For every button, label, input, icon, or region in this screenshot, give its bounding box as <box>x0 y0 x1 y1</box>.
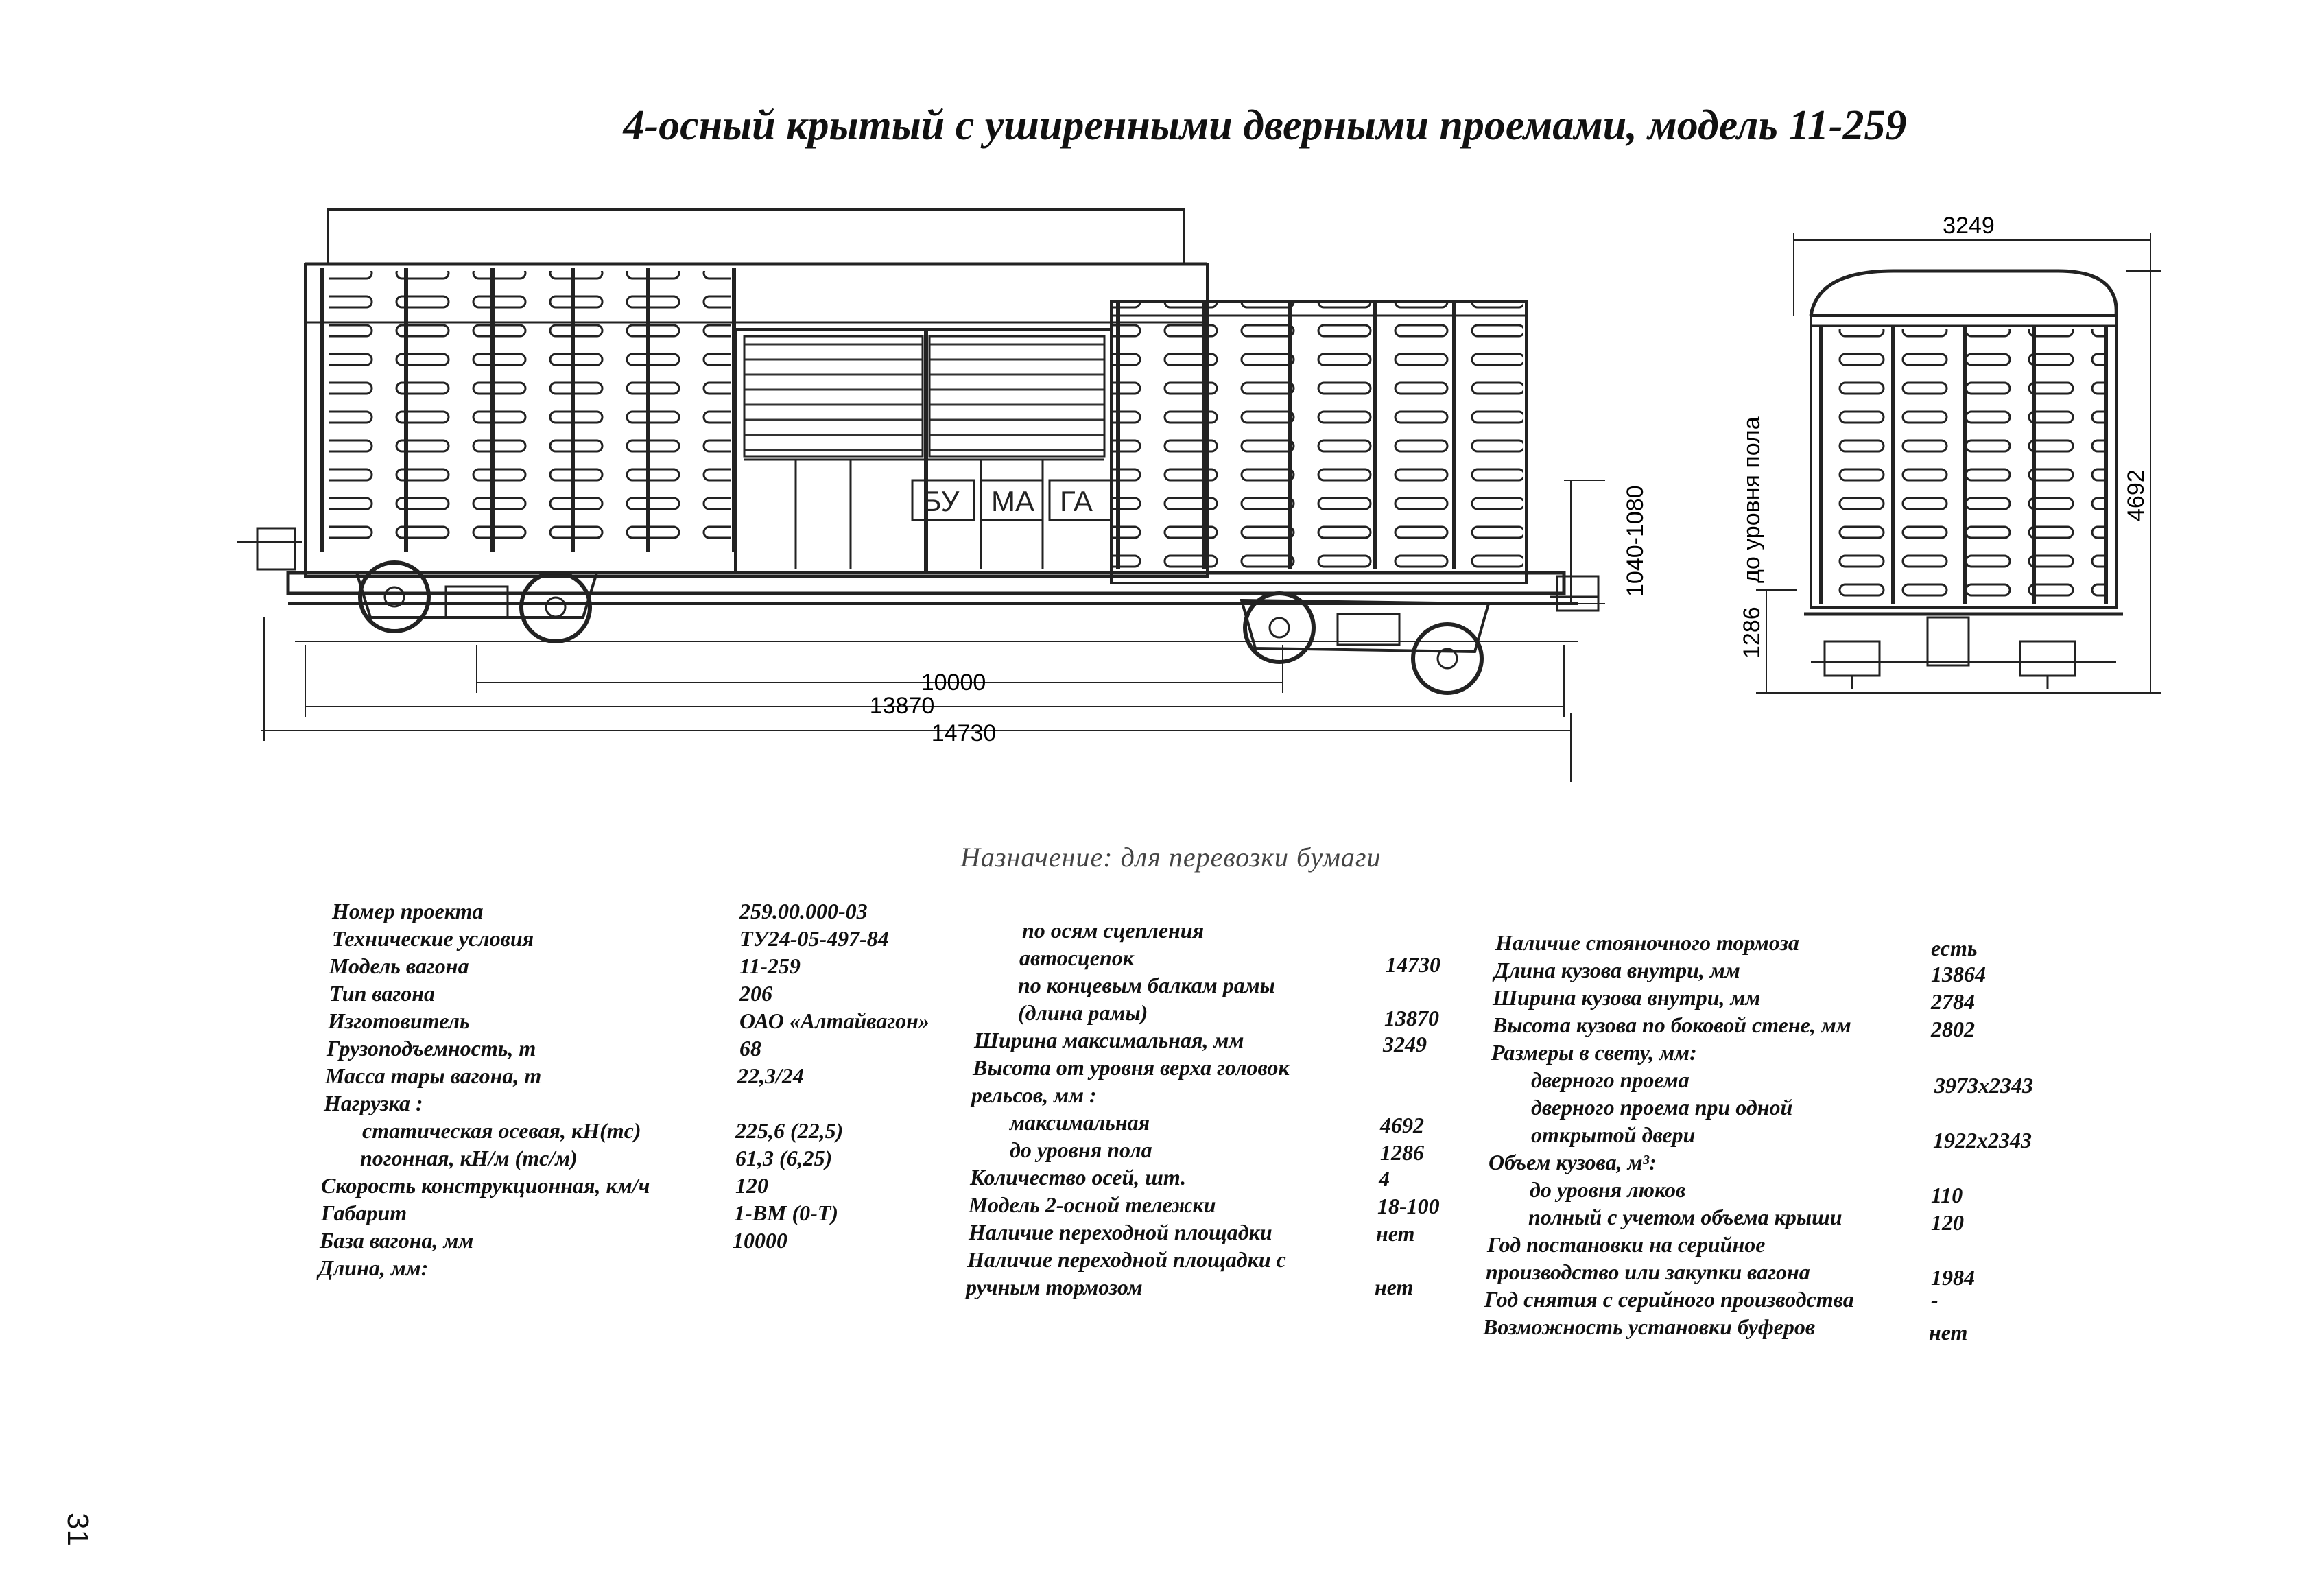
spec-label: Возможность установки буферов <box>1483 1314 1816 1339</box>
end-dimensions <box>1756 233 2161 694</box>
spec-label: дверного проема <box>1531 1067 1689 1092</box>
spec-value: 68 <box>739 1036 761 1061</box>
spec-value: 18-100 <box>1377 1194 1440 1218</box>
spec-label: Наличие переходной площадки <box>969 1220 1272 1244</box>
spec-value: 259.00.000-03 <box>739 899 868 923</box>
spec-value: нет <box>1375 1275 1414 1299</box>
spec-value: 110 <box>1931 1183 1963 1207</box>
spec-label: Грузоподъемность, т <box>327 1036 536 1061</box>
spec-value: нет <box>1376 1221 1415 1246</box>
spec-label: Скорость конструкционная, км/ч <box>321 1173 650 1198</box>
spec-label: Размеры в свету, мм: <box>1491 1040 1697 1065</box>
spec-label: Ширина максимальная, мм <box>974 1028 1244 1052</box>
spec-label: (длина рамы) <box>1018 1000 1148 1025</box>
spec-label: Год снятия с серийного производства <box>1484 1287 1854 1312</box>
spec-label: Модель 2-осной тележки <box>969 1192 1216 1217</box>
page-number: 31 <box>61 1513 95 1546</box>
dim-base: 10000 <box>921 670 986 696</box>
spec-value: 11-259 <box>739 954 801 978</box>
dim-coupler-height: 1040-1080 <box>1622 485 1648 597</box>
dim-coupler-length: 14730 <box>932 720 997 746</box>
spec-label: Высота от уровня верха головок <box>973 1055 1290 1080</box>
dim-frame-length: 13870 <box>870 693 935 719</box>
spec-label: Высота кузова по боковой стене, мм <box>1493 1013 1851 1037</box>
spec-value: 2802 <box>1931 1017 1975 1041</box>
spec-value: 13870 <box>1384 1006 1439 1030</box>
spec-value: 1984 <box>1931 1265 1975 1290</box>
spec-label: ручным тормозом <box>966 1275 1143 1299</box>
spec-value: 10000 <box>733 1228 787 1253</box>
side-dimensions <box>261 480 1605 782</box>
spec-value: ОАО «Алтайвагон» <box>739 1008 929 1033</box>
spec-value: 3249 <box>1383 1032 1427 1056</box>
spec-value: 14730 <box>1386 952 1440 977</box>
spec-label: производство или закупки вагона <box>1486 1260 1810 1284</box>
spec-value: 22,3/24 <box>737 1063 804 1088</box>
spec-label: Длина, мм: <box>318 1255 429 1280</box>
spec-value: 61,3 (6,25) <box>735 1146 833 1170</box>
spec-label: до уровня люков <box>1530 1177 1686 1202</box>
side-view <box>237 208 1600 695</box>
spec-value: нет <box>1929 1320 1968 1345</box>
end-view <box>1804 269 2123 689</box>
dim-floor-label: до уровня пола <box>1739 416 1765 583</box>
spec-label: статическая осевая, кН(тс) <box>362 1118 641 1143</box>
spec-label: дверного проема при одной <box>1531 1095 1793 1120</box>
spec-value: 120 <box>735 1173 768 1198</box>
dim-height: 4692 <box>2123 469 2149 521</box>
lettering-3: ГА <box>1060 485 1093 517</box>
spec-value: 4 <box>1379 1166 1390 1191</box>
spec-label: Тип вагона <box>329 981 436 1006</box>
spec-label: погонная, кН/м (тс/м) <box>360 1146 578 1170</box>
spec-label: Номер проекта <box>332 899 484 923</box>
spec-label: Модель вагона <box>329 954 469 978</box>
spec-value: - <box>1931 1287 1938 1312</box>
spec-value: 1922x2343 <box>1933 1128 2032 1153</box>
spec-label: Габарит <box>321 1201 407 1225</box>
spec-label: Объем кузова, м³: <box>1489 1150 1657 1174</box>
spec-value: 120 <box>1931 1210 1964 1235</box>
spec-label: автосцепок <box>1019 945 1134 970</box>
spec-value: 13864 <box>1931 962 1986 986</box>
spec-label: Длина кузова внутри, мм <box>1494 958 1740 982</box>
spec-label: Наличие стояночного тормоза <box>1495 930 1799 955</box>
lettering-1: БУ <box>923 485 960 517</box>
spec-value: 225,6 (22,5) <box>735 1118 844 1143</box>
spec-label: Количество осей, шт. <box>970 1165 1187 1190</box>
wagon-drawing: БУ МА ГА 10000 13870 14730 1040-1080 <box>237 208 2161 782</box>
spec-label: База вагона, мм <box>320 1228 474 1253</box>
spec-value: 1-ВМ (0-Т) <box>734 1201 838 1225</box>
spec-label: открытой двери <box>1531 1122 1696 1147</box>
spec-value: 1286 <box>1380 1140 1424 1165</box>
body-lettering: БУ МА ГА <box>911 479 1113 521</box>
lettering-2: МА <box>991 485 1034 517</box>
spec-value: 4692 <box>1380 1113 1424 1137</box>
spec-label: Наличие переходной площадки с <box>967 1247 1286 1272</box>
spec-label: рельсов, мм : <box>971 1083 1097 1107</box>
spec-value: 206 <box>739 981 772 1006</box>
purpose-caption: Назначение: для перевозки бумаги <box>960 842 1382 873</box>
spec-label: Год постановки на серийное <box>1487 1232 1766 1257</box>
spec-label: по осям сцепления <box>1022 918 1205 943</box>
spec-label: Нагрузка : <box>324 1091 423 1115</box>
spec-value: ТУ24-05-497-84 <box>739 926 889 951</box>
spec-value: 3973x2343 <box>1934 1073 2033 1098</box>
spec-value: есть <box>1931 936 1978 960</box>
spec-label: максимальная <box>1010 1110 1150 1135</box>
spec-label: Ширина кузова внутри, мм <box>1493 985 1761 1010</box>
dim-floor-height: 1286 <box>1739 606 1765 659</box>
page-title: 4-осный крытый с уширенными дверными про… <box>623 102 1907 149</box>
spec-label: по концевым балкам рамы <box>1018 973 1275 997</box>
spec-label: Технические условия <box>332 926 534 951</box>
dim-width: 3249 <box>1943 213 1995 239</box>
spec-label: до уровня пола <box>1010 1137 1152 1162</box>
spec-label: Изготовитель <box>328 1008 470 1033</box>
spec-label: полный с учетом объема крыши <box>1528 1205 1842 1229</box>
spec-label: Масса тары вагона, т <box>325 1063 542 1088</box>
spec-value: 2784 <box>1931 989 1975 1014</box>
